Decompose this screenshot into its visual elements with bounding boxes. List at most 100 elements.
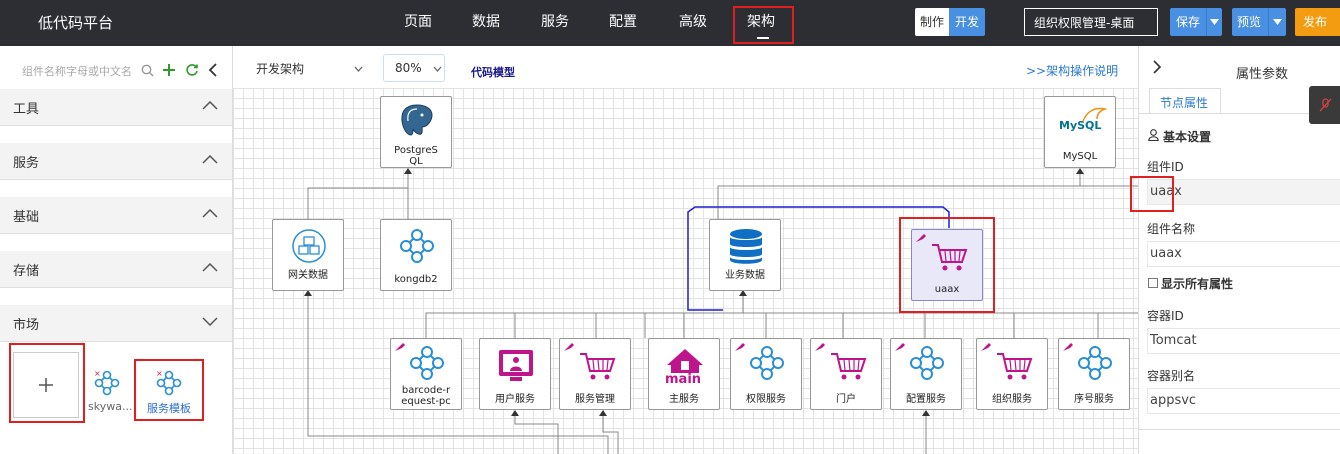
node-mysql[interactable]: MySQL MySQL: [1044, 96, 1116, 168]
node-permission-service[interactable]: 权限服务: [730, 338, 802, 410]
node-label: kongdb2: [394, 274, 438, 285]
preview-button[interactable]: 预览: [1232, 8, 1286, 36]
market-item-service-template[interactable]: × 服务模板: [140, 364, 198, 415]
show-all-checkbox[interactable]: [1148, 278, 1158, 288]
component-search-input[interactable]: 组件名称字母或中文名: [22, 65, 132, 78]
section-market-label: 市场: [13, 318, 40, 333]
section-services[interactable]: 服务: [0, 143, 232, 180]
component-name-label: 组件名称: [1147, 222, 1196, 236]
pin-icon: [735, 343, 745, 351]
section-storage[interactable]: 存储: [0, 251, 232, 288]
property-panel: 属性参数 节点属性 基本设置 组件ID uaax 组件名称 uaax 显示所有属…: [1138, 46, 1340, 454]
node-label: 用户服务: [495, 394, 535, 405]
connection-lines: [304, 168, 1138, 454]
container-id-field[interactable]: Tomcat: [1147, 328, 1340, 354]
chevron-up-icon: [202, 263, 218, 272]
nav-pages[interactable]: 页面: [404, 14, 432, 30]
container-alias-field[interactable]: appsvc: [1147, 388, 1340, 414]
node-label: 服务管理: [575, 394, 615, 405]
main-logo-text: main: [665, 372, 702, 387]
component-sidebar: 组件名称字母或中文名 工具 服务 基础 存储 市场 × skywa... ×: [0, 46, 233, 454]
market-item-label: skywa...: [88, 400, 133, 413]
section-basic-label: 基础: [13, 210, 40, 225]
container-id-label: 容器ID: [1147, 309, 1184, 323]
node-label: 业务数据: [725, 270, 765, 281]
project-selector[interactable]: 组织权限管理-桌面: [1024, 8, 1158, 36]
node-label: MySQL: [1062, 151, 1098, 162]
nav-services[interactable]: 服务: [541, 14, 569, 30]
section-storage-label: 存储: [13, 264, 40, 279]
node-label: QL: [409, 156, 423, 167]
view-select[interactable]: 开发架构: [248, 54, 368, 80]
canvas-toolbar: 开发架构 80% 代码模型 >>架构操作说明: [233, 46, 1138, 89]
add-market-item-button[interactable]: [13, 352, 79, 418]
refresh-icon[interactable]: [185, 63, 199, 77]
cart-icon: [932, 244, 968, 271]
code-model-link[interactable]: 代码模型: [471, 66, 515, 79]
pin-icon: [981, 343, 991, 351]
active-nav-indicator: [757, 37, 769, 39]
zoom-select[interactable]: 80%: [383, 54, 445, 82]
node-postgresql[interactable]: PostgreS QL: [380, 96, 452, 168]
node-barcode-request-pc[interactable]: barcode-r equest-pc: [390, 338, 462, 410]
nav-config[interactable]: 配置: [609, 14, 637, 30]
pin-icon: [895, 343, 905, 351]
save-button[interactable]: 保存: [1170, 8, 1222, 36]
nav-architecture[interactable]: 架构: [747, 14, 775, 30]
add-icon[interactable]: [162, 63, 176, 77]
publish-button[interactable]: 发布: [1295, 8, 1340, 36]
chevron-down-icon: [433, 66, 442, 72]
node-label: uaax: [934, 284, 960, 295]
service-node-icon: ×: [94, 370, 120, 396]
section-services-label: 服务: [13, 156, 40, 171]
tab-node-properties[interactable]: 节点属性: [1149, 88, 1221, 114]
basic-settings-heading: 基本设置: [1163, 130, 1212, 144]
node-label: 权限服务: [746, 394, 786, 405]
collapse-right-icon[interactable]: [1153, 60, 1162, 74]
component-id-field[interactable]: uaax: [1147, 179, 1340, 205]
node-label: equest-pc: [401, 396, 451, 407]
node-user-service[interactable]: 用户服务: [479, 338, 551, 410]
node-portal[interactable]: 门户: [810, 338, 882, 410]
caret-down-icon: [1210, 19, 1219, 25]
node-config-service[interactable]: 配置服务: [890, 338, 962, 410]
chevron-down-icon: [202, 317, 218, 326]
panel-title: 属性参数: [1236, 67, 1289, 82]
architecture-canvas[interactable]: PostgreS QL MySQL MySQL 网关数据 kongdb2 业务数…: [233, 88, 1138, 454]
dev-mode-button[interactable]: 开发: [949, 8, 985, 36]
node-kongdb2[interactable]: kongdb2: [380, 219, 452, 291]
top-bar: 低代码平台 页面 数据 服务 配置 高级 架构 制作 开发 组织权限管理-桌面 …: [0, 0, 1340, 46]
pin-icon: [564, 343, 574, 351]
market-item-skywalking[interactable]: × skywa...: [86, 364, 133, 414]
service-node-icon: ×: [156, 370, 182, 396]
app-title: 低代码平台: [38, 14, 114, 32]
postgresql-icon: [401, 104, 433, 136]
nav-advanced[interactable]: 高级: [679, 14, 707, 30]
node-service-management[interactable]: 服务管理: [559, 338, 631, 410]
pin-icon: [916, 234, 926, 242]
chevron-up-icon: [202, 209, 218, 218]
mysql-logo: MySQL: [1059, 119, 1102, 132]
node-main-service[interactable]: main 主服务: [648, 338, 720, 410]
make-mode-button[interactable]: 制作: [915, 8, 949, 36]
node-gateway-data[interactable]: 网关数据: [272, 219, 344, 291]
section-basic[interactable]: 基础: [0, 197, 232, 234]
node-business-data[interactable]: 业务数据: [709, 219, 781, 291]
section-tools[interactable]: 工具: [0, 89, 232, 126]
pin-icon: [1063, 343, 1073, 351]
nav-data[interactable]: 数据: [472, 14, 500, 30]
search-icon[interactable]: [141, 64, 154, 77]
component-name-field[interactable]: uaax: [1147, 241, 1340, 267]
database-icon: [730, 229, 762, 264]
node-uaax[interactable]: uaax: [911, 229, 983, 301]
collapse-left-icon[interactable]: [208, 63, 218, 77]
mic-off-button[interactable]: [1309, 86, 1340, 124]
node-org-service[interactable]: 组织服务: [976, 338, 1048, 410]
section-market[interactable]: 市场: [0, 305, 232, 342]
cart-icon: [997, 353, 1033, 380]
user-screen-icon: [499, 350, 533, 381]
node-sequence-service[interactable]: 序号服务: [1058, 338, 1130, 410]
architecture-help-link[interactable]: >>架构操作说明: [1026, 64, 1119, 78]
cart-icon: [831, 353, 867, 380]
svg-text:×: ×: [156, 370, 163, 378]
